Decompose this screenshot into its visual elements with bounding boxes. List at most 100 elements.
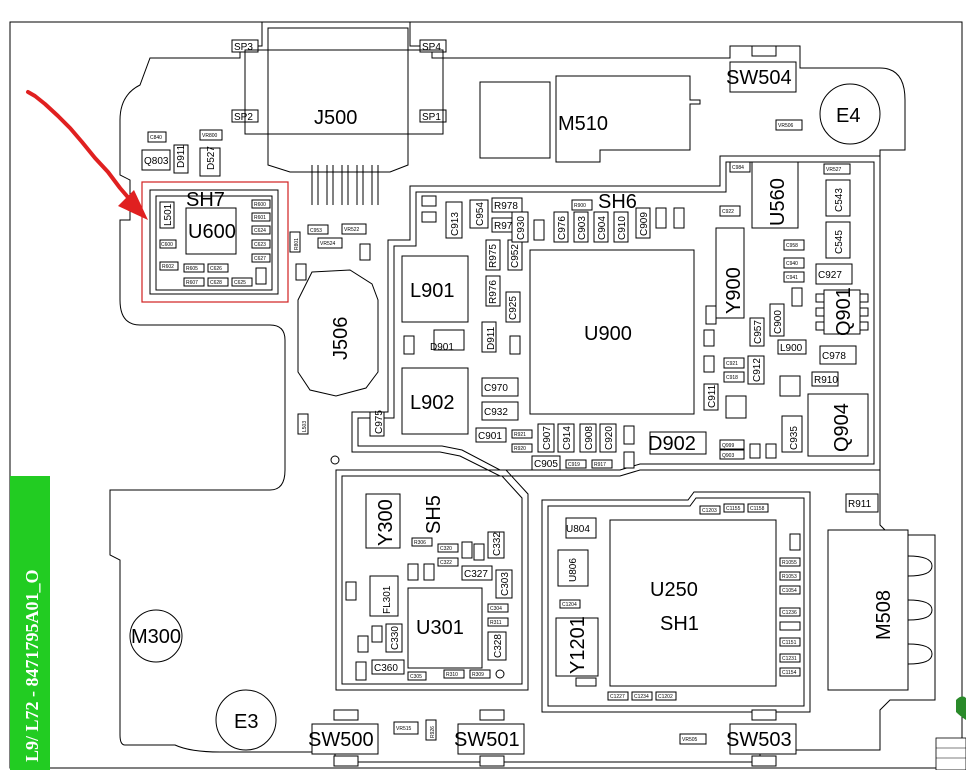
m510-motor: M510 bbox=[479, 75, 701, 163]
sw503-label: SW503 bbox=[726, 729, 792, 751]
c625-label: C625 bbox=[234, 280, 246, 286]
m300-label: M300 bbox=[131, 626, 181, 648]
c1054-label: C1054 bbox=[782, 588, 797, 594]
c976-label: C976 bbox=[557, 216, 568, 240]
sw501-switch: SW501 bbox=[454, 709, 525, 767]
q901-label: Q901 bbox=[833, 287, 855, 336]
y900-label: Y900 bbox=[723, 267, 745, 314]
pcb-outline bbox=[109, 21, 936, 763]
sidebar-label: L9/ L72 - 8471795A01_O bbox=[22, 569, 42, 762]
board-frame bbox=[9, 21, 963, 769]
c922-label: C922 bbox=[722, 209, 734, 215]
sw500-switch: SW500 bbox=[308, 709, 379, 767]
m508-label: M508 bbox=[873, 590, 895, 640]
c921-label: C921 bbox=[726, 361, 738, 367]
sp3-label: SP3 bbox=[234, 42, 253, 53]
c930-label: C930 bbox=[516, 216, 527, 240]
c911-label: C911 bbox=[707, 384, 718, 408]
sh1-label: SH1 bbox=[660, 613, 699, 635]
misc-parts-middle: R801 C953 VR522 VR524 L503 bbox=[289, 223, 371, 465]
c545-label: C545 bbox=[834, 230, 845, 254]
c984-label: C984 bbox=[732, 165, 744, 171]
c626-label: C626 bbox=[210, 266, 222, 272]
u560-label: U560 bbox=[767, 178, 789, 226]
sh7-shield: SH7 U600 L501 C600 R600 R601 C624 C623 C… bbox=[149, 189, 279, 295]
j506-label: J506 bbox=[330, 317, 352, 360]
y1201-label: Y1201 bbox=[567, 616, 589, 674]
r605-label: R605 bbox=[186, 266, 198, 272]
sw504-label: SW504 bbox=[726, 67, 792, 89]
c925-label: C925 bbox=[508, 296, 519, 320]
r801-label: R801 bbox=[294, 238, 300, 250]
c958-label: C958 bbox=[786, 243, 798, 249]
q803-label: Q803 bbox=[144, 156, 169, 167]
c904-label: C904 bbox=[597, 216, 608, 240]
top-left-small-parts: C840 VR800 Q803 D911 D527 bbox=[141, 129, 223, 177]
m510-label: M510 bbox=[558, 113, 608, 135]
r306-label: R306 bbox=[414, 540, 426, 546]
sh6-label: SH6 bbox=[598, 191, 637, 213]
c953-label: C953 bbox=[310, 228, 322, 234]
sw501-label: SW501 bbox=[454, 729, 520, 751]
y300-label: Y300 bbox=[375, 499, 397, 546]
r900-label: R900 bbox=[574, 203, 586, 209]
l900-label: L900 bbox=[780, 343, 803, 354]
sw500-label: SW500 bbox=[308, 729, 374, 751]
sp1-label: SP1 bbox=[422, 112, 441, 123]
c905-label: C905 bbox=[534, 459, 558, 470]
q904-label: Q904 bbox=[831, 403, 853, 452]
r979-label: R979 bbox=[494, 221, 518, 232]
c935-label: C935 bbox=[789, 426, 800, 450]
r921-label: R921 bbox=[514, 432, 526, 438]
c901-label: C901 bbox=[478, 431, 502, 442]
document-id-sidebar: L9/ L72 - 8471795A01_O bbox=[10, 476, 50, 770]
fl301-label: FL301 bbox=[382, 585, 393, 614]
c920-label: C920 bbox=[604, 426, 615, 450]
c913-label: C913 bbox=[450, 212, 461, 236]
c328-label: C328 bbox=[493, 634, 504, 658]
c1227-label: C1227 bbox=[610, 694, 625, 700]
c322-label: C322 bbox=[440, 560, 452, 566]
e3-label: E3 bbox=[234, 711, 258, 733]
c1158-label: C1158 bbox=[750, 506, 765, 512]
r910-label: R910 bbox=[814, 375, 838, 386]
vr527-label: VR527 bbox=[826, 167, 842, 173]
sh1-shield: U250 SH1 C1203 C1155 C1158 U804 U806 C12… bbox=[541, 491, 811, 713]
c1202-label: C1202 bbox=[658, 694, 673, 700]
c918-label: C918 bbox=[726, 375, 738, 381]
d911b-label: D911 bbox=[486, 326, 497, 350]
title-block-fragment bbox=[935, 696, 966, 770]
c304-label: C304 bbox=[490, 606, 502, 612]
vr800-label: VR800 bbox=[202, 133, 218, 139]
vr515-varistor: VR515 R926 bbox=[393, 719, 437, 741]
vr505-varistor: VR505 bbox=[679, 733, 707, 745]
c909-label: C909 bbox=[639, 212, 650, 236]
m508-motor: M508 bbox=[827, 529, 933, 691]
c360-label: C360 bbox=[374, 663, 398, 674]
j506-connector: J506 bbox=[297, 269, 379, 397]
sh6-shield: SH6 L901 L902 U900 C913 C954 R978 R979 R… bbox=[351, 155, 881, 477]
u301-label: U301 bbox=[416, 617, 464, 639]
vr524-label: VR524 bbox=[320, 241, 336, 247]
c954-label: C954 bbox=[475, 202, 486, 226]
c903-label: C903 bbox=[577, 216, 588, 240]
sp2-label: SP2 bbox=[234, 112, 253, 123]
u900-label: U900 bbox=[584, 323, 632, 345]
j500-connector: J500 bbox=[244, 27, 444, 205]
r311-label: R311 bbox=[490, 620, 502, 626]
c840-label: C840 bbox=[150, 135, 162, 141]
r602-label: R602 bbox=[162, 264, 174, 270]
vr505-label: VR505 bbox=[682, 737, 698, 743]
r1055-label: R1055 bbox=[782, 560, 797, 566]
c919-label: C919 bbox=[568, 462, 580, 468]
sidebar-background bbox=[10, 476, 50, 770]
c320-label: C320 bbox=[440, 546, 452, 552]
e3-pad: E3 bbox=[215, 689, 277, 751]
u250-label: U250 bbox=[650, 579, 698, 601]
c1154-label: C1154 bbox=[782, 670, 797, 676]
sh5-label: SH5 bbox=[423, 495, 445, 534]
r600-label: R600 bbox=[254, 202, 266, 208]
d901-label: D901 bbox=[430, 342, 454, 353]
sw503-switch: SW503 bbox=[726, 709, 797, 767]
